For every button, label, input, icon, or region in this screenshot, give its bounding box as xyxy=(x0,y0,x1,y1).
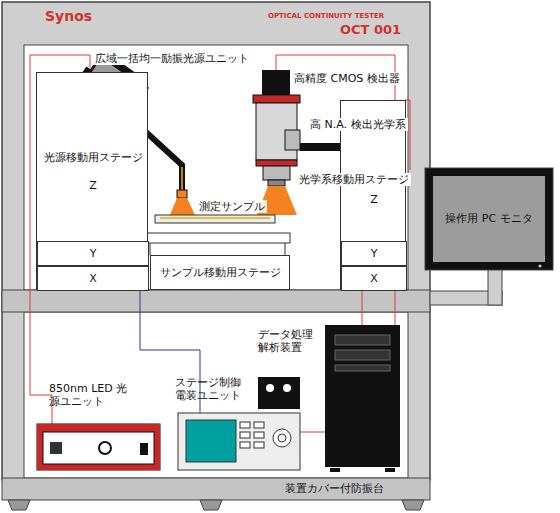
node-text: 操作用 PC モニタ xyxy=(445,212,532,225)
sample-plate xyxy=(155,215,275,223)
sample-stage-top xyxy=(130,233,290,243)
node-text: Y xyxy=(90,247,97,260)
sample-stage: サンプル移動用ステージ xyxy=(150,255,290,290)
node-text: Z xyxy=(37,179,149,192)
io-module xyxy=(258,377,300,409)
monitor-arm xyxy=(488,268,502,305)
product-name: OPTICAL CONTINUITY TESTER xyxy=(268,12,384,20)
part-label: 広域一括均一励振光源ユニット xyxy=(93,52,251,65)
part-label: 高 N.A. 検出光学系 xyxy=(308,118,408,131)
node-text: 850nm LED 光源ユニット xyxy=(49,382,129,408)
stage-controller xyxy=(178,413,300,470)
node-text: Y xyxy=(371,247,378,260)
pc-tower xyxy=(325,325,400,467)
vibration-table xyxy=(2,478,430,500)
part-label: 測定サンプル xyxy=(197,200,267,213)
shelf xyxy=(2,290,430,312)
stage-column: 光源移動用ステージ Z YX xyxy=(36,72,148,290)
model-number: OCT 001 xyxy=(340,22,401,38)
node-text: サンプル移動用ステージ xyxy=(160,266,281,279)
upper-chamber xyxy=(24,45,408,290)
part-label: データ処理 解析装置 xyxy=(258,328,324,354)
node-text: X xyxy=(370,272,378,285)
cabinet-frame xyxy=(2,2,430,480)
cmos-detector xyxy=(262,70,290,95)
axis-box: Y xyxy=(37,241,149,266)
lower-chamber xyxy=(24,312,408,478)
axis-box: X xyxy=(37,266,149,291)
axis-box: X xyxy=(341,266,407,291)
led-unit: 850nm LED 光源ユニット xyxy=(37,424,160,470)
brand: Synos xyxy=(45,8,92,25)
base-label: 装置カバー付防振台 xyxy=(285,482,384,495)
node-text: Z xyxy=(341,193,407,206)
led-unit-body xyxy=(37,424,160,470)
feet xyxy=(8,500,424,510)
part-label: 高精度 CMOS 検出器 xyxy=(292,72,402,85)
node-text: X xyxy=(89,272,97,285)
illumination-beam xyxy=(170,198,195,215)
monitor-frame xyxy=(425,168,553,270)
axis-box: Y xyxy=(341,241,407,266)
part-label: ステージ制御 電装ユニット xyxy=(175,376,253,402)
monitor-screen: 操作用 PC モニタ xyxy=(433,176,545,262)
node-text: 光学系移動用ステージ xyxy=(297,173,411,186)
node-text: 光源移動用ステージ xyxy=(37,151,149,164)
